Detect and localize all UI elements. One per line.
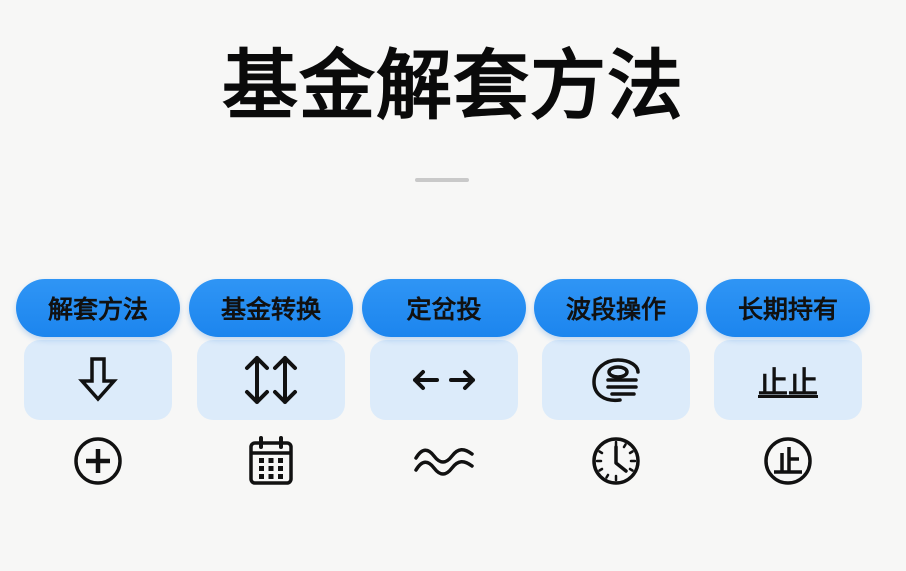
method-panel-4 <box>542 340 690 420</box>
method-pill-5[interactable]: 长期持有 <box>706 279 870 337</box>
method-card-5: 长期持有 止止 <box>706 279 870 494</box>
clock-icon <box>592 437 640 485</box>
coin-stack-icon <box>592 358 640 403</box>
method-card-1: 解套方法 <box>16 279 180 494</box>
stop-text-icon: 止止 <box>758 366 818 401</box>
left-right-arrow-icon <box>413 370 475 390</box>
method-panel-2 <box>197 340 345 420</box>
down-arrow-outline-icon <box>78 357 118 402</box>
circle-stop-icon <box>764 437 812 485</box>
method-pill-4[interactable]: 波段操作 <box>534 279 698 337</box>
method-panel-5: 止止 <box>714 340 862 420</box>
method-pill-1[interactable]: 解套方法 <box>16 279 180 337</box>
page-title: 基金解套方法 <box>222 41 684 130</box>
double-vertical-arrow-icon <box>245 356 297 404</box>
method-pill-2[interactable]: 基金转换 <box>189 279 353 337</box>
circle-plus-icon <box>74 437 122 485</box>
method-pill-3[interactable]: 定岔投 <box>362 279 526 337</box>
method-card-4: 波段操作 <box>534 279 698 494</box>
wave-icon <box>414 448 474 476</box>
method-card-3: 定岔投 <box>362 279 526 494</box>
calendar-icon <box>249 436 293 485</box>
method-panel-1 <box>24 340 172 420</box>
method-panel-3 <box>370 340 518 420</box>
method-card-2: 基金转换 <box>189 279 353 494</box>
divider <box>415 178 469 182</box>
